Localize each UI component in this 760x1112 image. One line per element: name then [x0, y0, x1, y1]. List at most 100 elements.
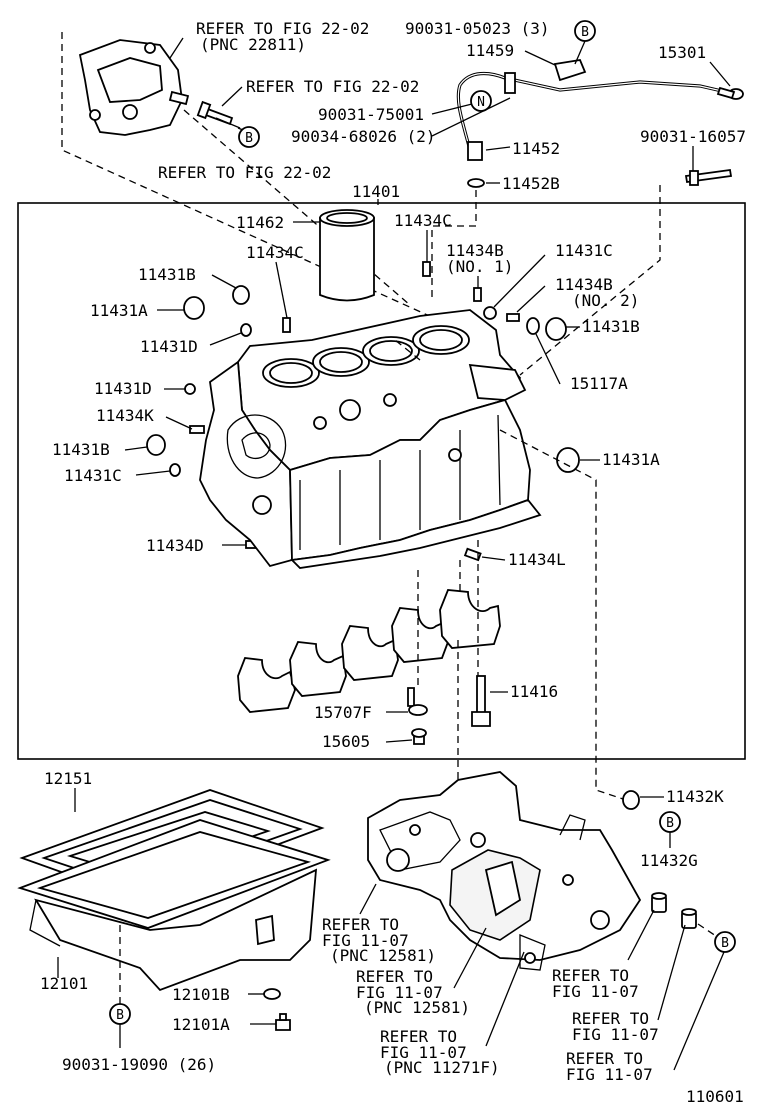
bracket-bolt	[196, 100, 234, 126]
label-11431a-left: 11431A	[90, 301, 148, 320]
plug-11432k	[622, 790, 640, 810]
label-11431b-mid: 11431B	[52, 440, 110, 459]
label-15707f: 15707F	[314, 703, 372, 722]
label-11462: 11462	[236, 213, 284, 232]
plug-11431a-right	[556, 447, 580, 473]
label-11452: 11452	[512, 139, 560, 158]
dowel-11434c-top	[422, 261, 431, 277]
plug-11431b-right	[545, 317, 567, 341]
label-90031-05023: 90031-05023 (3)	[405, 19, 550, 38]
b-marker-label: B	[721, 936, 729, 951]
label-11416: 11416	[510, 682, 558, 701]
label-11431d-upper: 11431D	[140, 337, 198, 356]
label-11401: 11401	[352, 182, 400, 201]
label-11434c-left: 11434C	[246, 243, 304, 262]
plug-11431d-lower	[184, 383, 196, 395]
label-refer-11-07-f-2: FIG 11-07	[566, 1065, 653, 1084]
bolt-15707f	[407, 687, 428, 716]
label-90034-68026: 90034-68026 (2)	[291, 127, 436, 146]
plug-11431c-left	[169, 463, 181, 477]
label-15301: 15301	[658, 43, 706, 62]
label-11431d-lower: 11431D	[94, 379, 152, 398]
label-refer-11-07-c-2: FIG 11-07	[380, 1043, 467, 1062]
timing-cover-assembly	[367, 771, 642, 971]
label-11434b-no2-sub: (NO. 2)	[572, 291, 639, 310]
label-refer-11-07-f-1: REFER TO	[566, 1049, 643, 1068]
oil-pan-12101	[17, 819, 331, 992]
n-marker-label: N	[477, 95, 485, 110]
label-refer-11-07-c-1: REFER TO	[380, 1027, 457, 1046]
label-11434b-no1-sub: (NO. 1)	[446, 257, 513, 276]
plug-11431b-left	[232, 285, 250, 305]
engine-mounting-bracket	[78, 39, 190, 136]
drain-plug-12101a	[275, 1013, 291, 1031]
drawing-number: 110601	[686, 1087, 744, 1106]
plug-11431d-upper	[240, 323, 252, 337]
b-marker-label: B	[245, 131, 253, 146]
cylinder-block	[199, 309, 542, 569]
label-refer-11-07-b-1: REFER TO	[356, 967, 433, 986]
plug-11431b-mid	[146, 434, 166, 456]
plug-11431a-left	[183, 296, 205, 320]
label-refer-11-07-d-2: FIG 11-07	[552, 982, 639, 1001]
label-refer-11-07-e-2: FIG 11-07	[572, 1025, 659, 1044]
cylinder-liner-11462	[319, 209, 375, 302]
dowel-11434l	[463, 547, 482, 562]
plug-cylinder-b	[681, 908, 697, 929]
label-refer-11-07-e-1: REFER TO	[572, 1009, 649, 1028]
label-refer-11-07-d-1: REFER TO	[552, 966, 629, 985]
label-15117a: 15117A	[570, 374, 628, 393]
label-refer-11-07-a-3: (PNC 12581)	[330, 946, 436, 965]
label-11432g: 11432G	[640, 851, 698, 870]
dowel-11434c-left	[282, 317, 291, 333]
n-marker-icon	[470, 90, 492, 112]
label-refer-fig-22-02-b: REFER TO FIG 22-02	[158, 163, 331, 182]
label-11434l: 11434L	[508, 550, 566, 569]
bearing-caps	[237, 589, 501, 713]
label-refer-11-07-c-3: (PNC 11271F)	[384, 1058, 500, 1077]
label-11431b-right: 11431B	[582, 317, 640, 336]
label-refer-11-07-a-1: REFER TO	[322, 915, 399, 934]
bolt-15605	[411, 728, 427, 745]
dowel-11434b-no1	[473, 287, 482, 302]
gasket-12101b	[263, 988, 281, 1000]
b-marker-label: B	[666, 816, 674, 831]
label-refer-fig-22-02-bracket: REFER TO FIG 22-02	[196, 19, 369, 38]
label-refer-11-07-b-3: (PNC 12581)	[364, 998, 470, 1017]
washer-11452b	[467, 178, 485, 188]
label-refer-11-07-a-2: FIG 11-07	[322, 931, 409, 950]
b-marker-label: B	[116, 1008, 124, 1023]
label-11432k: 11432K	[666, 787, 724, 806]
dowel-11434b-no2	[506, 313, 520, 322]
label-11434c-top: 11434C	[394, 211, 452, 230]
label-refer-11-07-b-2: FIG 11-07	[356, 983, 443, 1002]
plug-cylinder-a	[651, 892, 667, 913]
label-15605: 15605	[322, 732, 370, 751]
plug-15117a	[526, 317, 540, 335]
label-11434d: 11434D	[146, 536, 204, 555]
label-90031-75001: 90031-75001	[318, 105, 424, 124]
label-11459: 11459	[466, 41, 514, 60]
label-11452b: 11452B	[502, 174, 560, 193]
label-12101b: 12101B	[172, 985, 230, 1004]
label-11434k: 11434K	[96, 406, 154, 425]
label-11431c-top: 11431C	[555, 241, 613, 260]
label-11431a-right: 11431A	[602, 450, 660, 469]
label-11434b-no2: 11434B	[555, 275, 613, 294]
dowel-11434k	[189, 425, 205, 434]
label-12151: 12151	[44, 769, 92, 788]
label-11431c-left: 11431C	[64, 466, 122, 485]
b-marker-icon	[238, 126, 260, 148]
b-marker-label: B	[581, 25, 589, 40]
cylinder-block-group-frame	[17, 202, 746, 760]
label-12101: 12101	[40, 974, 88, 993]
stud-bolt-90031-16057	[684, 168, 733, 186]
b-marker-icon	[714, 931, 736, 953]
plug-11431c-top	[483, 306, 497, 320]
label-pnc-22811: (PNC 22811)	[200, 35, 306, 54]
label-11431b-left: 11431B	[138, 265, 196, 284]
label-90031-19090: 90031-19090 (26)	[62, 1055, 216, 1074]
label-12101a: 12101A	[172, 1015, 230, 1034]
